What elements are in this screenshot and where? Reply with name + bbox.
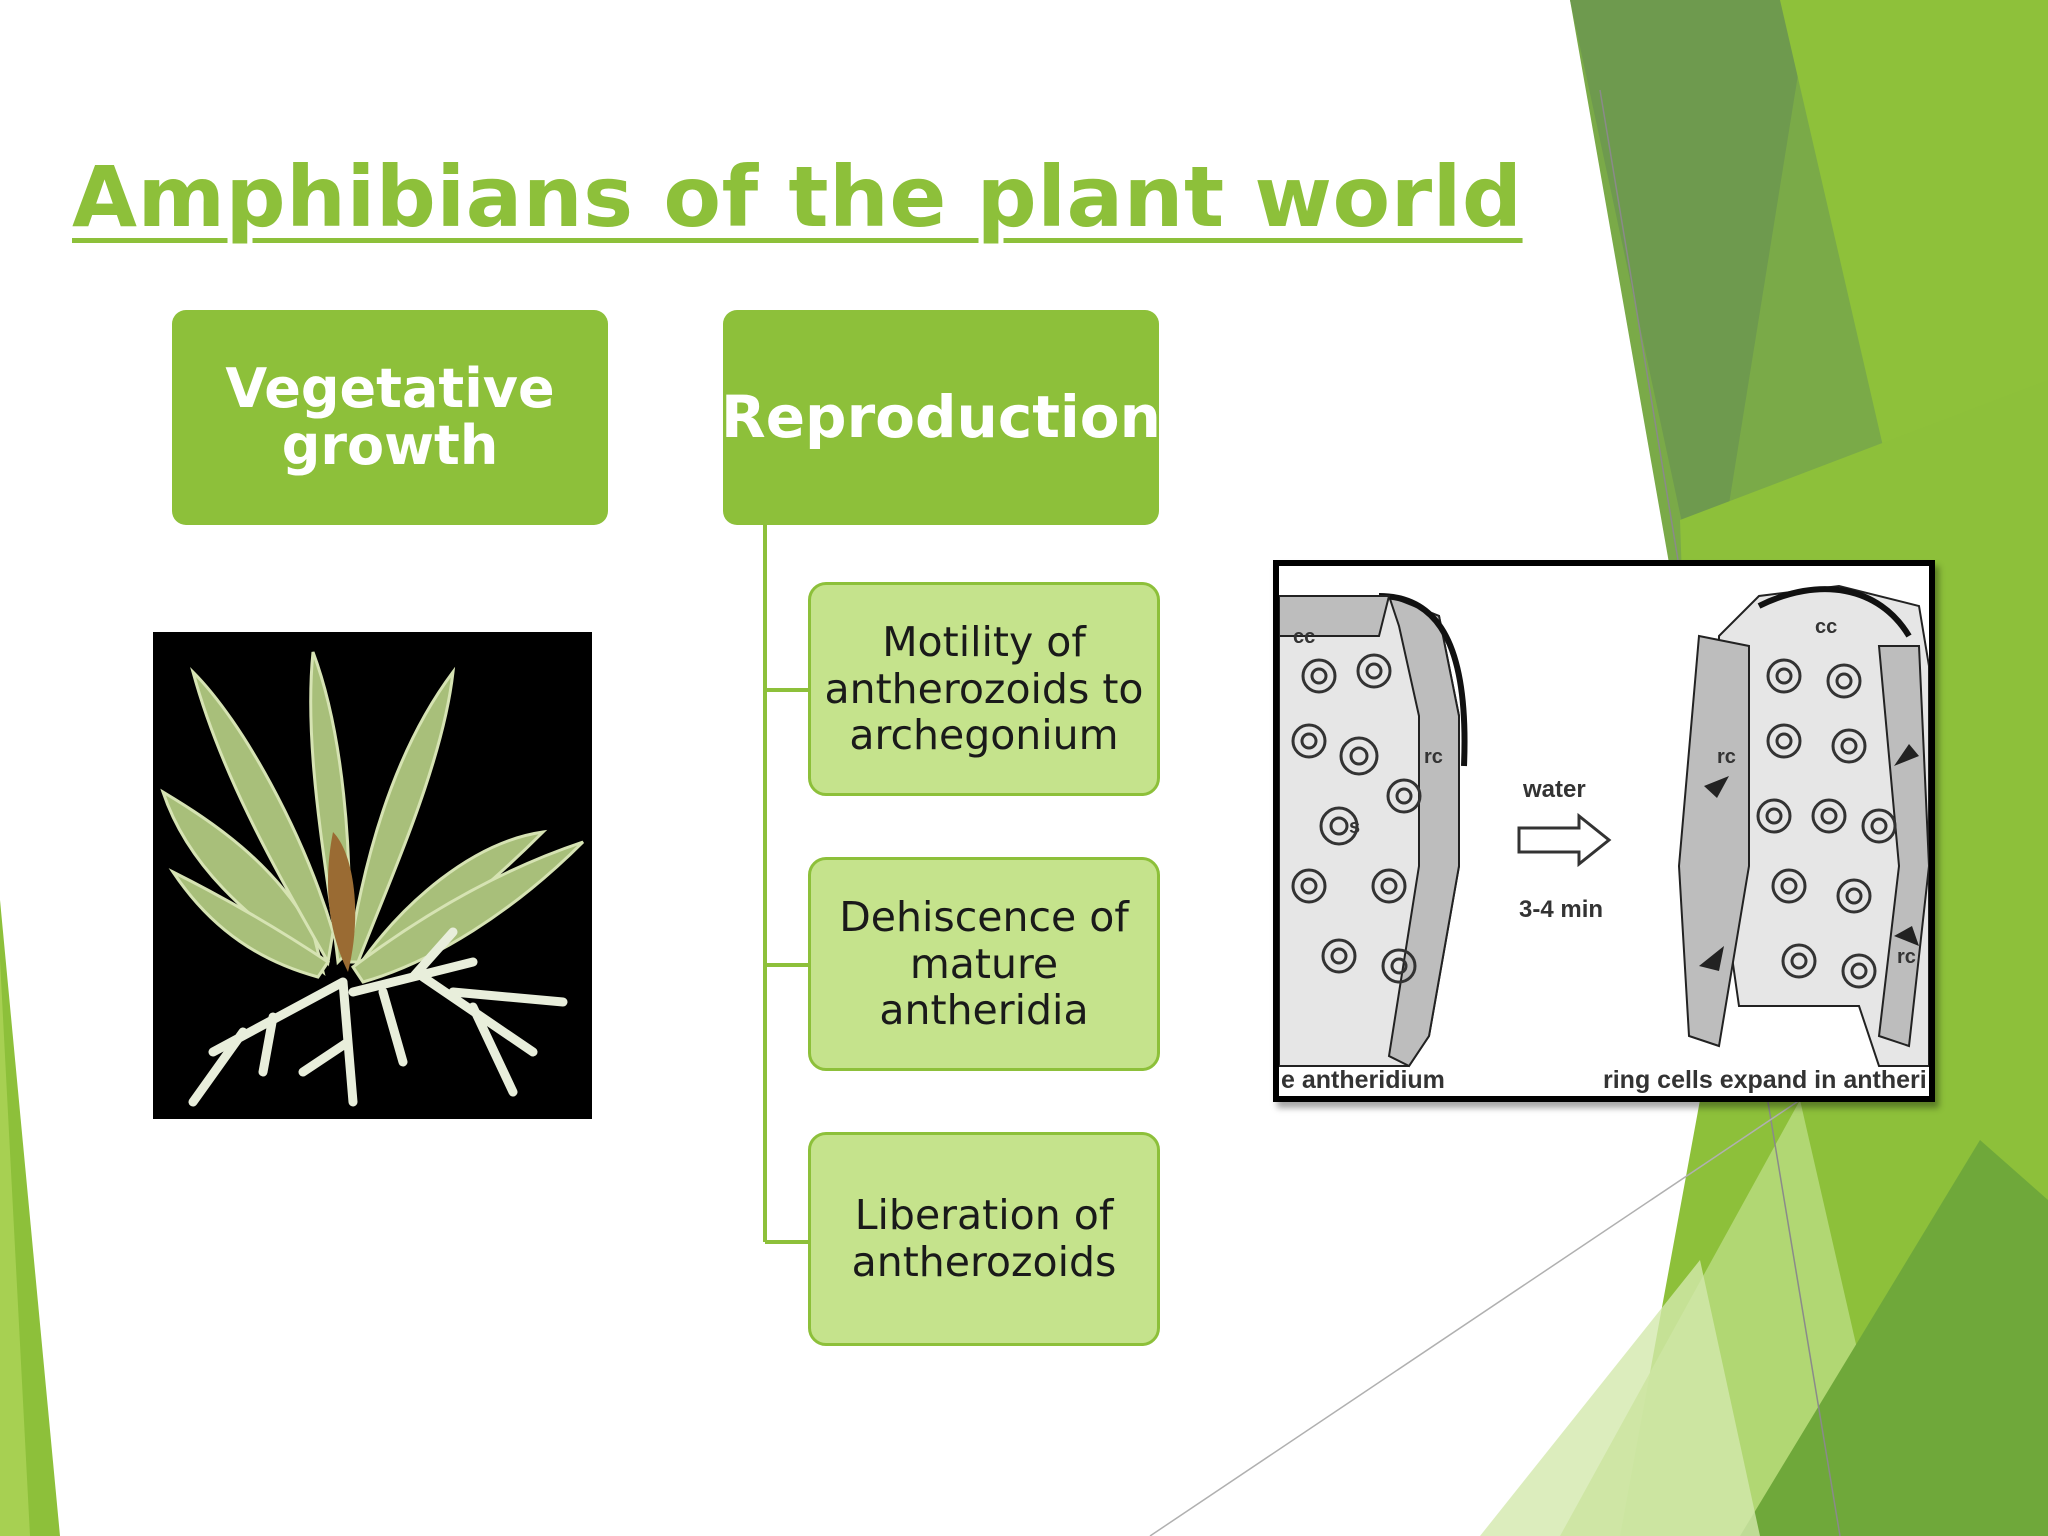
reproduction-label: Reproduction [721, 383, 1161, 452]
step3-line2: antherozoids [851, 1238, 1117, 1286]
step2-line1: Dehiscence of [839, 892, 1129, 941]
plant-image [153, 632, 592, 1119]
antheridium-diagram: cc cc rc rc rc s water 3-4 min e antheri… [1273, 560, 1935, 1102]
step1-line3: archegonium [849, 711, 1119, 760]
label-rc-left: rc [1424, 746, 1443, 768]
step2-line2: mature [909, 939, 1059, 988]
step-dehiscence-box: Dehiscence of mature antheridia [808, 857, 1160, 1071]
label-cc-left: cc [1293, 626, 1316, 648]
label-rc-right1: rc [1717, 746, 1736, 768]
label-rc-right2: rc [1897, 946, 1916, 968]
vegetative-growth-box: Vegetative growth [172, 310, 608, 525]
step-motility-box: Motility of antherozoids to archegonium [808, 582, 1160, 796]
step1-line1: Motility of [882, 617, 1086, 666]
step1-line2: antherozoids to [824, 664, 1144, 713]
caption-left: e antheridium [1281, 1066, 1445, 1094]
reproduction-box: Reproduction [721, 310, 1161, 525]
label-cc-right: cc [1815, 616, 1838, 638]
step-liberation-box: Liberation of antherozoids [808, 1132, 1160, 1346]
step2-line3: antheridia [879, 986, 1089, 1035]
caption-right: ring cells expand in antheri [1603, 1066, 1927, 1094]
step3-line1: Liberation of [854, 1191, 1114, 1240]
label-time: 3-4 min [1519, 896, 1604, 923]
slide-title: Amphibians of the plant world [72, 148, 1523, 246]
label-s: s [1349, 816, 1361, 838]
vegetative-line2: growth [281, 413, 499, 477]
label-water: water [1523, 776, 1586, 803]
vegetative-line1: Vegetative [225, 356, 555, 420]
